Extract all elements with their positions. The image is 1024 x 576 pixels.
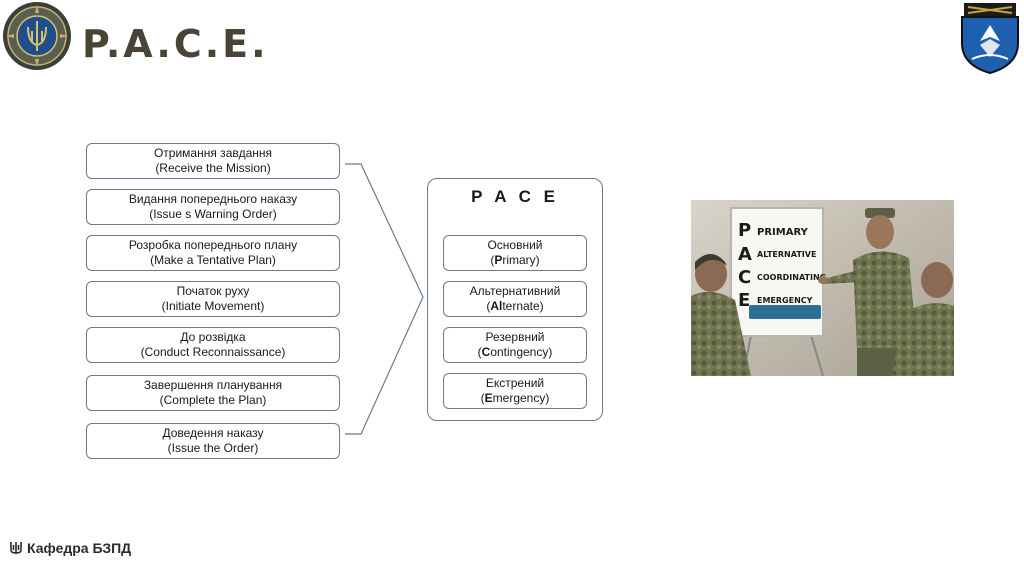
step-ua: Отримання завдання	[153, 146, 273, 160]
pace-item-alternate: Альтернативний (Alternate)	[443, 281, 587, 317]
pace-item-primary: Основний (Primary)	[443, 235, 587, 271]
pace-item-ua: Основний	[487, 238, 543, 252]
step-en: (Issue the Order)	[167, 441, 259, 455]
department-emblem-logo	[3, 2, 71, 70]
board-word: EMERGENCY	[757, 296, 813, 305]
pace-item-emergency: Екстрений (Emergency)	[443, 373, 587, 409]
step-ua: Розробка попереднього плану	[128, 238, 298, 252]
step-en: (Issue s Warning Order)	[149, 207, 277, 221]
step-ua: До розвідка	[180, 330, 246, 344]
step-ua: Початок руху	[176, 284, 250, 298]
board-word: ALTERNATIVE	[757, 250, 816, 259]
step-ua: Видання попереднього наказу	[128, 192, 298, 206]
board-letter: A	[738, 244, 752, 265]
step-receive-mission: Отримання завдання (Receive the Mission)	[86, 143, 340, 179]
step-en: (Conduct Reconnaissance)	[140, 345, 286, 359]
pace-item-en: (Emergency)	[480, 391, 550, 405]
pace-item-en: (Primary)	[490, 253, 540, 267]
pace-item-contingency: Резервний (Contingency)	[443, 327, 587, 363]
pace-item-en: (Contingency)	[477, 345, 553, 359]
board-letter: C	[738, 267, 751, 288]
page-title: P.A.C.E.	[82, 22, 269, 66]
unit-shield-logo	[961, 3, 1019, 75]
step-warning-order: Видання попереднього наказу (Issue s War…	[86, 189, 340, 225]
step-en: (Receive the Mission)	[155, 161, 271, 175]
chevron-arrow-icon	[345, 163, 424, 435]
step-initiate-movement: Початок руху (Initiate Movement)	[86, 281, 340, 317]
footer-label: Кафедра БЗПД	[27, 540, 132, 556]
step-issue-order: Доведення наказу (Issue the Order)	[86, 423, 340, 459]
step-en: (Complete the Plan)	[159, 393, 267, 407]
step-reconnaissance: До розвідка (Conduct Reconnaissance)	[86, 327, 340, 363]
step-complete-plan: Завершення планування (Complete the Plan…	[86, 375, 340, 411]
board-word: PRIMARY	[757, 227, 809, 238]
step-en: (Initiate Movement)	[161, 299, 265, 313]
briefing-photo: P A C E PRIMARY ALTERNATIVE COORDINATING…	[691, 200, 954, 376]
step-ua: Завершення планування	[143, 378, 283, 392]
pace-title: P A C E	[471, 187, 559, 206]
pace-item-en: (Alternate)	[486, 299, 544, 313]
board-letter: E	[738, 290, 750, 311]
step-en: (Make a Tentative Plan)	[150, 253, 276, 267]
pace-panel	[427, 178, 603, 421]
board-letter: P	[738, 220, 751, 241]
step-ua: Доведення наказу	[162, 426, 264, 440]
pace-item-ua: Резервний	[485, 330, 545, 344]
trident-icon	[10, 542, 22, 554]
pace-item-ua: Екстрений	[485, 376, 545, 390]
footer-department: Кафедра БЗПД	[10, 540, 131, 556]
step-tentative-plan: Розробка попереднього плану (Make a Tent…	[86, 235, 340, 271]
pace-item-ua: Альтернативний	[469, 284, 561, 298]
board-word: COORDINATING	[757, 273, 826, 282]
